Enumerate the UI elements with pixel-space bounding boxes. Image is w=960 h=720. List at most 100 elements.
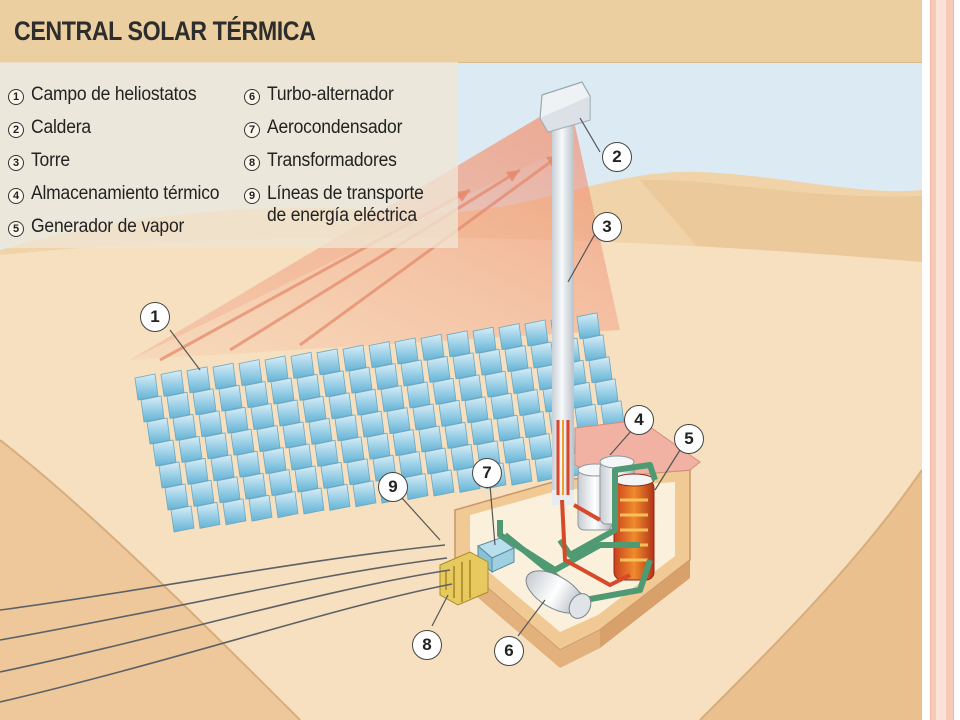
heliostat-mirror — [250, 403, 275, 431]
legend-item: 5 Generador de vapor — [8, 216, 236, 249]
heliostat-mirror — [196, 501, 221, 529]
heliostat-mirror — [320, 461, 345, 489]
heliostat-mirror — [478, 348, 503, 376]
legend-number: 4 — [8, 188, 24, 204]
heliostat-mirror — [316, 348, 341, 376]
callout-heliostat-field: 1 — [140, 302, 170, 332]
heliostat-mirror — [242, 472, 267, 500]
legend-number: 8 — [244, 155, 260, 171]
legend-item: 7 Aerocondensador — [244, 117, 437, 150]
heliostat-mirror — [224, 406, 249, 434]
tower-shaft — [552, 125, 574, 500]
heliostat-mirror — [496, 414, 521, 442]
legend-label: Aerocondensador — [267, 117, 403, 138]
callout-power-lines: 9 — [378, 472, 408, 502]
heliostat-mirror — [268, 469, 293, 497]
page-title: CENTRAL SOLAR TÉRMICA — [14, 16, 316, 46]
heliostat-mirror — [594, 378, 619, 406]
heliostat-mirror — [530, 341, 555, 369]
heliostat-mirror — [472, 326, 497, 354]
legend-number: 7 — [244, 122, 260, 138]
heliostat-mirror — [582, 334, 607, 362]
heliostat-mirror — [340, 436, 365, 464]
legend-label-line: de energía eléctrica — [267, 205, 417, 226]
heliostat-mirror — [322, 370, 347, 398]
heliostat-mirror — [158, 461, 183, 489]
heliostat-mirror — [160, 369, 185, 397]
legend-number: 9 — [244, 188, 260, 204]
heliostat-mirror — [354, 388, 379, 416]
heliostat-mirror — [282, 421, 307, 449]
legend-label-line: Líneas de transporte — [267, 183, 424, 204]
heliostat-mirror — [412, 403, 437, 431]
legend-number: 2 — [8, 122, 24, 138]
heliostat-mirror — [374, 363, 399, 391]
heliostat-mirror — [348, 366, 373, 394]
heliostat-mirror — [166, 391, 191, 419]
heliostat-mirror — [380, 385, 405, 413]
heliostat-mirror — [392, 429, 417, 457]
callout-turbo-alternator: 6 — [494, 636, 524, 666]
legend-label: Transformadores — [267, 150, 397, 171]
heliostat-mirror — [510, 367, 535, 395]
piping-green — [497, 462, 658, 603]
heliostat-mirror — [490, 392, 515, 420]
legend-panel — [0, 62, 458, 248]
heliostat-mirror — [296, 373, 321, 401]
plateau-right-cliff — [700, 262, 922, 720]
legend-label: Caldera — [31, 117, 91, 138]
heliostat-mirror — [302, 395, 327, 423]
heliostat-mirror — [426, 355, 451, 383]
legend-number: 5 — [8, 221, 24, 237]
callout-tower: 3 — [592, 212, 622, 242]
solar-plant-illustration — [0, 62, 922, 720]
heliostat-mirror — [210, 454, 235, 482]
callout-steam-generator: 5 — [674, 424, 704, 454]
heliostat-mirror — [346, 458, 371, 486]
legend-item: 6 Turbo-alternador — [244, 84, 437, 117]
transformers — [439, 551, 489, 606]
heliostat-mirror — [326, 483, 351, 511]
steam-generator — [613, 473, 655, 581]
heliostat-mirror — [170, 505, 195, 533]
heliostat-mirror — [192, 388, 217, 416]
title-bar: CENTRAL SOLAR TÉRMICA — [0, 0, 922, 63]
heliostat-mirror — [588, 356, 613, 384]
heliostat-mirror — [212, 362, 237, 390]
heliostat-mirror — [164, 483, 189, 511]
heliostat-mirror — [444, 421, 469, 449]
heliostat-mirror — [446, 330, 471, 358]
callout-thermal-storage: 4 — [624, 405, 654, 435]
legend-item: 2 Caldera — [8, 117, 236, 150]
heliostat-mirror — [184, 457, 209, 485]
power-lines — [0, 544, 453, 703]
legend-item: 8 Transformadores — [244, 150, 437, 183]
heliostat-mirror — [394, 337, 419, 365]
heliostat-mirror — [190, 479, 215, 507]
legend-item: 9 Líneas de transporte de energía eléctr… — [244, 183, 437, 243]
heliostat-mirror — [230, 428, 255, 456]
heliostat-mirror — [244, 381, 269, 409]
heliostat-mirror — [290, 351, 315, 379]
heliostat-mirror — [524, 319, 549, 347]
heliostat-mirror — [418, 425, 443, 453]
heliostat-mirror — [452, 352, 477, 380]
heliostat-mirror — [134, 373, 159, 401]
heliostat-mirror — [450, 443, 475, 471]
heliostat-mirror — [186, 366, 211, 394]
heliostat-mirror — [236, 450, 261, 478]
heliostat-mirror — [204, 432, 229, 460]
heliostat-mirror — [294, 465, 319, 493]
heliostat-mirror — [368, 341, 393, 369]
legend-label: Generador de vapor — [31, 216, 185, 237]
legend-column-right: 6 Turbo-alternador 7 Aerocondensador 8 T… — [244, 84, 437, 243]
callout-aerocondenser: 7 — [472, 458, 502, 488]
heliostat-mirror — [248, 494, 273, 522]
heliostat-mirror — [386, 407, 411, 435]
heliostat-mirror — [404, 473, 429, 501]
plateau-left-cliff — [0, 440, 300, 720]
callout-boiler: 2 — [602, 142, 632, 172]
callout-transformers: 8 — [412, 630, 442, 660]
legend-item: 1 Campo de heliostatos — [8, 84, 236, 117]
slide-side-border — [922, 0, 960, 720]
